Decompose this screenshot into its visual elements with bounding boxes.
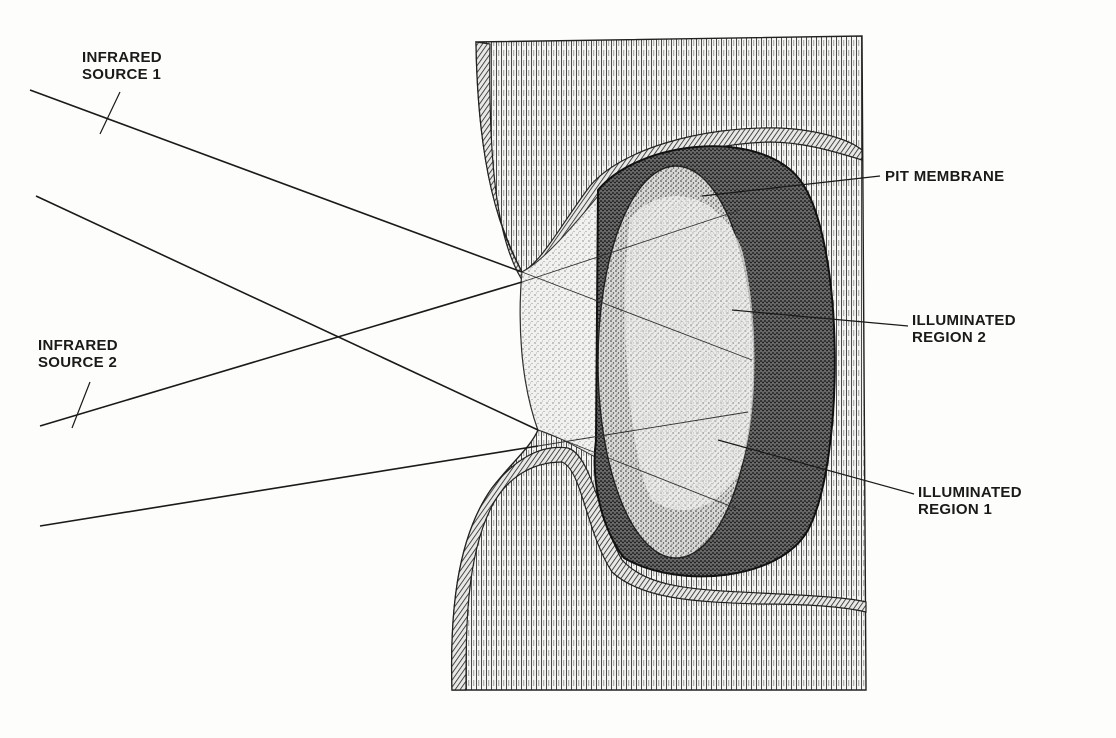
label-pit-membrane: PIT MEMBRANE: [885, 168, 1004, 185]
label-source1-line1: INFRARED: [82, 49, 162, 66]
leader-pit-membrane: [701, 175, 881, 197]
label-source2-line1: INFRARED: [38, 337, 118, 354]
ray-source2-inner-b: [537, 411, 749, 447]
label-source1-line2: SOURCE 1: [82, 66, 162, 83]
label-source2-line2: SOURCE 2: [38, 354, 118, 371]
ray-source2-inner-a: [521, 209, 741, 283]
ray-source1-lower: [35, 195, 539, 431]
label-region2-line1: ILLUMINATED: [912, 312, 1016, 329]
ray-source2-lower: [39, 445, 539, 527]
membrane-highlight: [624, 196, 755, 510]
leader-region2: [731, 309, 909, 327]
ray-source1-upper: [29, 89, 523, 273]
label-pit-membrane-text: PIT MEMBRANE: [885, 168, 1005, 185]
label-illuminated-region-1: ILLUMINATED REGION 1: [918, 484, 1022, 518]
ray-source1-inner-a: [521, 271, 753, 361]
label-infrared-source-2: INFRARED SOURCE 2: [38, 337, 118, 371]
lower-skin-lining: [451, 446, 867, 691]
leader-source1: [99, 91, 121, 135]
leader-region1: [717, 439, 915, 495]
label-illuminated-region-2: ILLUMINATED REGION 2: [912, 312, 1016, 346]
leader-source2: [71, 381, 91, 429]
label-infrared-source-1: INFRARED SOURCE 1: [82, 49, 162, 83]
ray-source1-inner-b: [537, 429, 741, 511]
ray-source2-upper: [39, 281, 523, 427]
label-region1-line2: REGION 1: [918, 501, 993, 518]
label-region1-line1: ILLUMINATED: [918, 484, 1022, 501]
label-region2-line2: REGION 2: [912, 329, 987, 346]
